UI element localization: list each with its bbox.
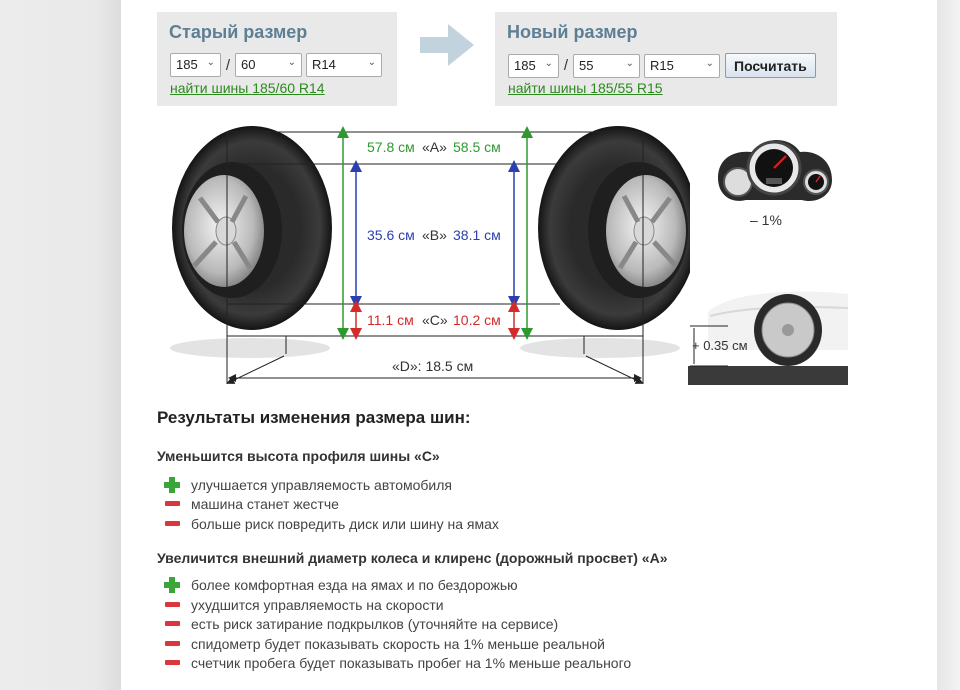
b-label: «B» [422,227,447,243]
old-profile-value: 60 [241,57,256,72]
results-title: Результаты изменения размера шин: [157,408,471,427]
find-new-tires-link[interactable]: найти шины 185/55 R15 [508,80,663,96]
b-old-value: 35.6 см [367,227,415,243]
minus-icon [164,636,180,652]
arrow-right-icon [420,24,474,66]
old-rim-select[interactable]: R14 ⌄ [306,53,382,77]
c-label: «C» [422,312,448,328]
new-tire-image [538,126,690,330]
d-offset-right [585,355,644,384]
chevron-down-icon: ⌄ [625,57,634,69]
list-item-text: ухудшится управляемость на скорости [191,596,444,613]
clearance-difference: + 0.35 см [692,338,748,353]
results-section: Результаты изменения размера шин: Уменьш… [157,408,917,673]
a-new-value: 58.5 см [453,139,501,155]
list-item: машина станет жестче [157,495,917,515]
minus-icon [164,516,180,532]
list-item-text: более комфортная езда на ямах и по бездо… [191,577,518,594]
old-profile-select[interactable]: 60 ⌄ [235,53,302,77]
guide-lines [226,131,644,384]
new-size-title: Новый размер [507,22,638,42]
new-width-select[interactable]: 185 ⌄ [508,53,559,78]
chevron-down-icon: ⌄ [206,57,215,68]
tire-shadow [170,338,330,358]
list-item-text: больше риск повредить диск или шину на я… [191,515,499,532]
tire-size-diagram: 57.8 см «A» 58.5 см 35.6 см «B» 38.1 см … [170,126,690,384]
section2-heading: Увеличится внешний диаметр колеса и клир… [157,549,668,566]
c-new-value: 10.2 см [453,312,501,328]
new-profile-select[interactable]: 55 ⌄ [573,53,640,78]
speedometer-difference: – 1% [750,212,782,228]
size-separator: / [563,57,569,74]
list-item: счетчик пробега будет показывать пробег … [157,654,917,674]
old-rim-value: R14 [312,57,336,72]
chevron-down-icon: ⌄ [544,57,553,69]
a-label: «A» [422,139,447,155]
minus-icon [164,655,180,671]
new-rim-value: R15 [650,57,674,73]
new-size-selects: 185 ⌄ / 55 ⌄ R15 ⌄ Посчитать [508,53,816,78]
list-item-text: спидометр будет показывать скорость на 1… [191,635,605,652]
section1-heading: Уменьшится высота профиля шины «C» [157,448,440,464]
left-background-bar [0,0,121,690]
chevron-down-icon: ⌄ [287,57,296,68]
d-value: «D»: 18.5 см [392,358,473,374]
minus-icon [164,597,180,613]
plus-icon [164,476,180,493]
old-width-select[interactable]: 185 ⌄ [170,53,221,77]
new-rim-select[interactable]: R15 ⌄ [644,53,720,78]
list-item-text: есть риск затирание подкрылков (уточняйт… [191,616,559,633]
old-width-value: 185 [176,57,198,72]
list-item: больше риск повредить диск или шину на я… [157,514,917,534]
list-item: улучшается управляемость автомобиля [157,475,917,495]
old-size-panel: Старый размер 185 ⌄ / 60 ⌄ R14 ⌄ найти ш… [157,12,397,106]
new-profile-value: 55 [579,57,594,73]
new-size-panel: Новый размер 185 ⌄ / 55 ⌄ R15 ⌄ Посчитат… [495,12,837,106]
a-old-value: 57.8 см [367,139,415,155]
c-old-value: 11.1 см [367,312,414,328]
car-clearance-image: + 0.35 см [688,291,848,385]
section1-list: улучшается управляемость автомобиля маши… [157,475,917,534]
d-offset-left [226,355,285,384]
minus-icon [164,496,180,512]
list-item: есть риск затирание подкрылков (уточняйт… [157,615,917,635]
new-width-value: 185 [514,57,536,73]
right-scroll-bar[interactable] [937,0,960,690]
list-item-text: счетчик пробега будет показывать пробег … [191,655,632,672]
minus-icon [164,616,180,632]
find-old-tires-link[interactable]: найти шины 185/60 R14 [170,80,325,96]
chevron-down-icon: ⌄ [367,57,376,68]
tire-shadow [520,338,680,358]
speedometer-icon [718,140,832,202]
list-item: ухудшится управляемость на скорости [157,595,917,615]
plus-icon [164,577,180,594]
chevron-down-icon: ⌄ [705,57,714,69]
list-item-text: улучшается управляемость автомобиля [191,476,452,493]
old-size-selects: 185 ⌄ / 60 ⌄ R14 ⌄ [170,53,382,77]
b-new-value: 38.1 см [453,227,501,243]
list-item: спидометр будет показывать скорость на 1… [157,634,917,654]
section2-list: более комфортная езда на ямах и по бездо… [157,576,917,674]
calculate-button[interactable]: Посчитать [725,53,816,78]
list-item-text: машина станет жестче [191,496,339,513]
list-item: более комфортная езда на ямах и по бездо… [157,576,917,596]
old-size-title: Старый размер [169,22,308,42]
old-tire-image [172,126,332,330]
size-separator: / [225,56,231,74]
